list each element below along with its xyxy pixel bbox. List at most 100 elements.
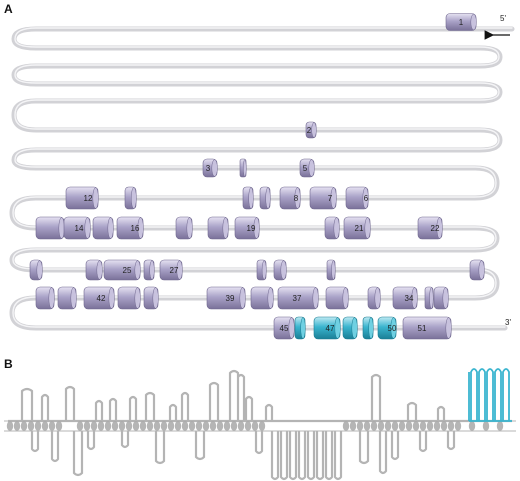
transmembrane-helix	[146, 421, 154, 431]
transmembrane-helix	[230, 421, 238, 431]
transmembrane-helix	[20, 421, 28, 431]
exon-label: 21	[355, 224, 364, 233]
transmembrane-helix	[48, 421, 56, 431]
panel-label-b: B	[4, 357, 13, 371]
exon-label: 39	[226, 294, 235, 303]
transmembrane-helix	[195, 421, 203, 431]
exon-label: 14	[75, 224, 84, 233]
exon-label: 27	[170, 266, 179, 275]
highlighted-exon	[294, 316, 306, 340]
transmembrane-helix	[188, 421, 196, 431]
three-prime-label: 3'	[505, 318, 511, 327]
exon	[63, 216, 91, 240]
transmembrane-helix	[468, 421, 476, 431]
exon	[143, 259, 155, 281]
transmembrane-helix	[349, 421, 357, 431]
exon	[206, 286, 246, 310]
exon	[234, 216, 260, 240]
gene-strand	[9, 26, 515, 331]
transmembrane-helix	[426, 421, 434, 431]
transmembrane-helix	[244, 421, 252, 431]
exon-label: 3	[206, 164, 211, 173]
exon	[35, 286, 55, 310]
exon	[239, 158, 247, 178]
exon-label: 8	[294, 194, 299, 203]
transmembrane-helix	[370, 421, 378, 431]
transmembrane-helix	[377, 421, 385, 431]
transmembrane-helix	[104, 421, 112, 431]
transmembrane-helix	[27, 421, 35, 431]
transmembrane-helix	[384, 421, 392, 431]
exon-label: 12	[84, 194, 93, 203]
exon	[65, 186, 99, 210]
exon-label: 16	[131, 224, 140, 233]
transmembrane-helix	[447, 421, 455, 431]
exon	[326, 259, 336, 281]
exon	[424, 286, 434, 310]
exon	[299, 158, 315, 178]
exon	[367, 286, 381, 310]
exon	[256, 259, 267, 281]
transmembrane-helix	[160, 421, 168, 431]
transmembrane-helix	[111, 421, 119, 431]
transmembrane-helix	[139, 421, 147, 431]
exon	[277, 286, 319, 310]
transmembrane-helix	[482, 421, 490, 431]
exon-label: 47	[326, 324, 335, 333]
exon	[92, 216, 114, 240]
transmembrane-helix	[433, 421, 441, 431]
exon	[309, 186, 337, 210]
transmembrane-helix	[76, 421, 84, 431]
transmembrane-helix	[41, 421, 49, 431]
transmembrane-helix	[153, 421, 161, 431]
highlighted-exon	[362, 316, 374, 340]
exon	[85, 259, 103, 281]
exon-label: 6	[364, 194, 369, 203]
transmembrane-helix	[34, 421, 42, 431]
exon	[117, 286, 141, 310]
exon-label: 7	[328, 194, 333, 203]
exon	[175, 216, 193, 240]
exon	[250, 286, 274, 310]
exon	[324, 216, 340, 240]
five-prime-label: 5'	[500, 14, 506, 23]
exon-label: 2	[307, 126, 312, 135]
exon	[445, 13, 477, 31]
transmembrane-helix	[6, 421, 14, 431]
exon	[143, 286, 159, 310]
transmembrane-helix	[342, 421, 350, 431]
transmembrane-helix	[223, 421, 231, 431]
transmembrane-helix	[118, 421, 126, 431]
transmembrane-helix	[13, 421, 21, 431]
highlighted-exon	[377, 316, 397, 340]
exon-label: 51	[418, 324, 427, 333]
transmembrane-helix	[90, 421, 98, 431]
exon	[325, 286, 349, 310]
transmembrane-helix	[167, 421, 175, 431]
exon	[273, 259, 287, 281]
gene-strand-highlight	[12, 27, 513, 328]
transmembrane-helix	[181, 421, 189, 431]
transmembrane-helix	[496, 421, 504, 431]
exon	[57, 286, 77, 310]
transmembrane-helix	[237, 421, 245, 431]
transmembrane-helix	[132, 421, 140, 431]
transmembrane-helix	[55, 421, 63, 431]
transmembrane-helix	[363, 421, 371, 431]
highlighted-exon	[313, 316, 341, 340]
exon	[29, 259, 43, 281]
exon-label: 42	[97, 294, 106, 303]
exon	[345, 186, 369, 210]
exon-label: 34	[405, 294, 414, 303]
exon	[273, 316, 295, 340]
transmembrane-helix	[398, 421, 406, 431]
exon	[279, 186, 301, 210]
transmembrane-helix	[202, 421, 210, 431]
exon	[159, 259, 183, 281]
highlighted-topology-region	[468, 368, 512, 422]
transmembrane-helix	[405, 421, 413, 431]
exon	[417, 216, 443, 240]
